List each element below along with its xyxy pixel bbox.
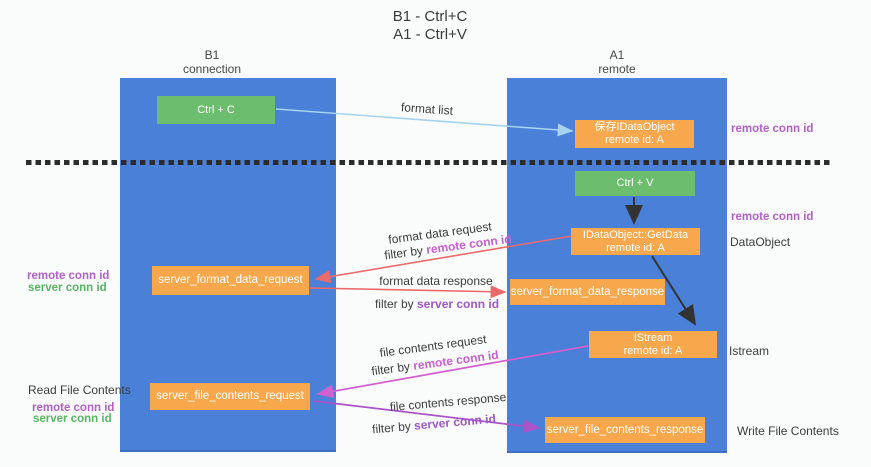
label-istream: Istream — [729, 344, 770, 358]
sfdreq-label: server_format_data_request — [158, 274, 303, 286]
node-server-format-data-response: server_format_data_response — [510, 279, 665, 305]
ctrl-c-label: Ctrl + C — [197, 103, 235, 116]
arrow-format-data-response — [309, 285, 507, 299]
filter-prefix: filter by — [374, 297, 414, 311]
node-save-idataobject: 保存IDataObject remote id: A — [575, 120, 694, 148]
node-ctrl-v: Ctrl + V — [575, 171, 695, 196]
getdata-line1: IDataObject::GetData — [582, 228, 689, 241]
label-dataobject: DataObject — [730, 235, 791, 249]
arrow-label-format-list: format list — [400, 100, 454, 118]
filter-prefix: filter by — [370, 359, 411, 379]
column-b1-name: B1 — [204, 48, 220, 62]
label-left-server-conn-id-1: server conn id — [28, 282, 107, 294]
arrow-label-file-contents-response: file contents response — [389, 389, 507, 415]
getdata-line2: remote id: A — [606, 241, 665, 254]
label-write-file-contents: Write File Contents — [737, 424, 839, 438]
sfcresp-label: server_file_contents_response — [546, 423, 704, 436]
node-server-file-contents-request: server_file_contents_request — [150, 383, 310, 410]
sfcreq-label: server_file_contents_request — [156, 390, 304, 402]
column-a1-role: remote — [598, 62, 636, 76]
arrow-label-filter-by-server-2: filter by server conn id — [364, 411, 505, 437]
node-server-format-data-request: server_format_data_request — [152, 266, 309, 295]
column-a1-name: A1 — [609, 48, 625, 62]
filter-key-server: server conn id — [413, 411, 497, 433]
clipboard-boundary-dashed-line — [26, 160, 830, 165]
node-server-file-contents-response: server_file_contents_response — [545, 417, 705, 443]
node-idataobject-getdata: IDataObject::GetData remote id: A — [571, 228, 700, 255]
ctrl-v-label: Ctrl + V — [616, 177, 654, 189]
sfdresp-label: server_format_data_response — [510, 285, 665, 298]
label-left-remote-conn-id-1: remote conn id — [27, 270, 110, 282]
save-idataobject-line2: remote id: A — [605, 134, 664, 146]
label-left-remote-conn-id-2: remote conn id — [32, 402, 115, 414]
label-read-file-contents: Read File Contents — [28, 383, 131, 397]
column-b1-role: connection — [182, 62, 242, 76]
column-header-b1: B1 connection — [152, 48, 272, 76]
label-remote-conn-id-mid: remote conn id — [731, 211, 814, 223]
istream-line2: remote id: A — [623, 344, 683, 357]
diagram-title: B1 - Ctrl+C A1 - Ctrl+V — [310, 8, 550, 44]
label-left-server-conn-id-2: server conn id — [33, 413, 112, 425]
save-idataobject-line1: 保存IDataObject — [594, 121, 675, 133]
arrow-label-format-data-response: format data response — [379, 274, 493, 288]
label-remote-conn-id-top: remote conn id — [731, 123, 814, 135]
filter-prefix: filter by — [371, 419, 412, 437]
node-istream: IStream remote id: A — [589, 331, 717, 358]
istream-line1: IStream — [633, 331, 673, 344]
title-line-1: B1 - Ctrl+C — [392, 8, 468, 25]
filter-key-server: server conn id — [417, 297, 500, 311]
column-header-a1: A1 remote — [557, 48, 677, 76]
node-ctrl-c: Ctrl + C — [157, 96, 275, 124]
title-line-2: A1 - Ctrl+V — [393, 26, 467, 43]
arrow-label-filter-by-server-1: filter by server conn id — [367, 297, 507, 311]
